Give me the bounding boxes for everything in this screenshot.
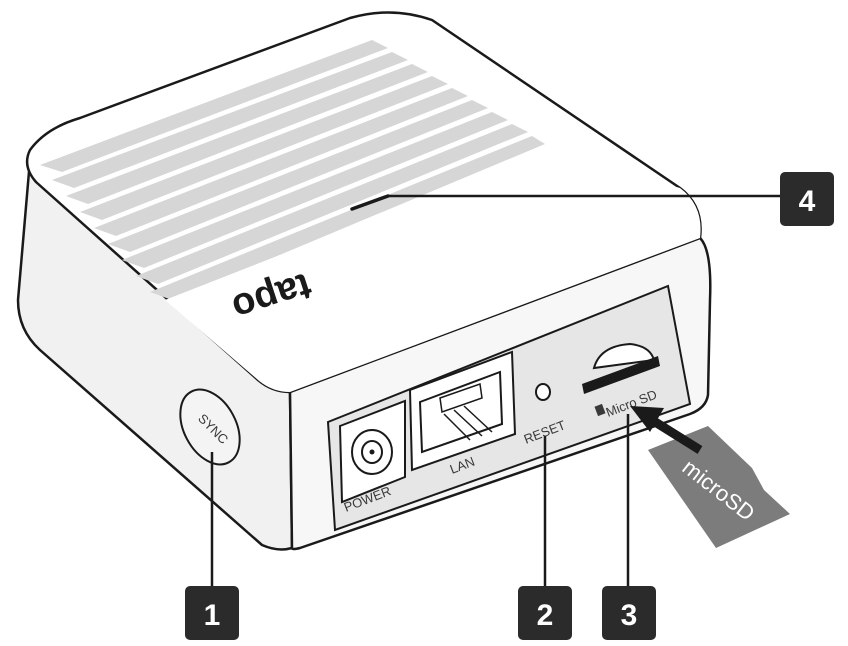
- svg-text:3: 3: [621, 599, 638, 632]
- callout-4: 4: [780, 172, 834, 226]
- top-smooth-panel: [165, 150, 701, 392]
- sync-button[interactable]: SYNC: [168, 379, 251, 474]
- microsd-card: microSD: [648, 426, 790, 548]
- callout-1: 1: [185, 586, 239, 640]
- status-led: [350, 194, 390, 211]
- svg-text:2: 2: [537, 599, 554, 632]
- svg-text:1: 1: [204, 599, 221, 632]
- callout-3: 3: [602, 586, 656, 640]
- insert-arrow-icon: [630, 406, 703, 454]
- svg-text:4: 4: [799, 185, 816, 218]
- lan-port: LAN: [408, 350, 517, 477]
- callout-leaders: [210, 194, 780, 588]
- hub-device: tapo SYNC POWER LAN RE: [16, 11, 712, 551]
- callout-2: 2: [518, 586, 572, 640]
- top-vent-ribs: [40, 40, 545, 300]
